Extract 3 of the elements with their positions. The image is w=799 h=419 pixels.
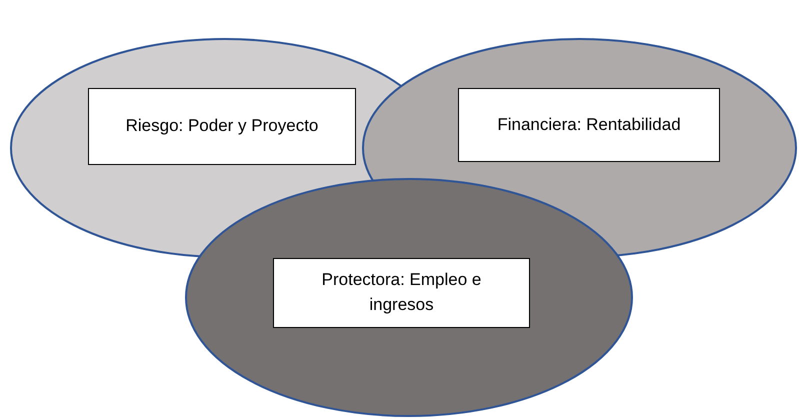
category-label: Financiera: Rentabilidad xyxy=(458,88,720,162)
category-label: Riesgo: Poder y Proyecto xyxy=(88,88,356,165)
category-label: Protectora: Empleo e ingresos xyxy=(273,258,530,328)
